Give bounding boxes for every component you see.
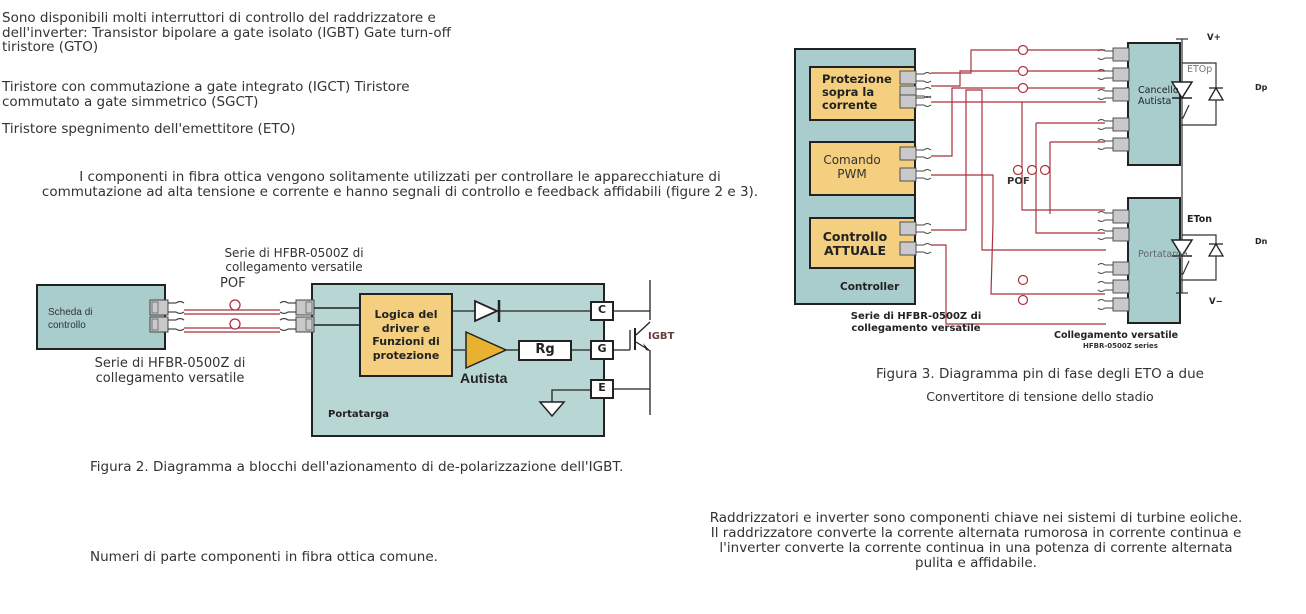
pof-loop (1026, 164, 1038, 176)
fiber-routing (931, 49, 1106, 325)
intro-paragraph-2: Tiristore con commutazione a gate integr… (2, 79, 410, 110)
pof-loop (1012, 164, 1024, 176)
fig3-right-connector-sublabel: HFBR-0500Z series (1083, 342, 1158, 350)
dp-diode (1207, 86, 1225, 101)
pof-loop (1017, 294, 1029, 306)
connector (149, 316, 185, 333)
figure-2-caption: Figura 2. Diagramma a blocchi dell'azion… (90, 459, 624, 475)
rectifier-inverter-paragraph: Raddrizzatori e inverter sono componenti… (709, 510, 1243, 571)
current-block (809, 217, 916, 269)
eto-n-thyristor (1170, 239, 1194, 258)
pof-loop (1017, 65, 1029, 77)
gate-driver-label: Cancello Autista (1138, 85, 1179, 107)
gate-driver-box (1127, 42, 1181, 166)
control-board (36, 284, 166, 350)
driver-amplifier (465, 330, 508, 370)
diode-symbol (474, 299, 500, 323)
intro-paragraph-4: I componenti in fibra ottica vengono sol… (41, 169, 759, 200)
connector (149, 299, 185, 316)
v-minus-label: V− (1209, 297, 1223, 307)
dn-diode (1207, 242, 1225, 257)
fig2-pof-label: POF (220, 276, 246, 291)
fig3-left-connector-label: Serie di HFBR-0500Z di collegamento vers… (850, 311, 982, 334)
fig2-bottom-connector-label: Serie di HFBR-0500Z di collegamento vers… (94, 356, 246, 386)
figure-3-diagram (794, 38, 1225, 325)
fig2-top-connector-label: Serie di HFBR-0500Z di collegamento vers… (224, 246, 364, 274)
pin-g-label: G (597, 342, 607, 355)
current-control-label: Controllo ATTUALE (822, 229, 888, 258)
pof-loop (1017, 44, 1029, 56)
igbt-arrow (643, 343, 650, 351)
overcurrent-block (809, 66, 916, 121)
control-board-label-1: Scheda di (48, 307, 92, 318)
pof-loop (229, 318, 241, 330)
igbt-label: IGBT (648, 331, 675, 342)
figure-2-diagram: Scheda di controllo (36, 280, 651, 437)
fig3-pof-label: POF (1007, 176, 1030, 187)
pin-c-label: C (597, 303, 607, 316)
intro-paragraph-3: Tiristore spegnimento dell'emettitore (E… (2, 121, 296, 137)
connector (279, 299, 315, 316)
intro-paragraph-1: Sono disponibili molti interruttori di c… (2, 10, 451, 55)
pin-e-label: E (598, 381, 606, 394)
figure-3-caption-line-1: Figura 3. Diagramma pin di fase degli ET… (876, 366, 1204, 382)
logic-block-label: Logica del driver e Funzioni di protezio… (372, 308, 440, 362)
eto-p-label: ETOp (1187, 64, 1213, 75)
pof-loop (1039, 164, 1051, 176)
controller-label: Controller (840, 281, 900, 293)
eto-n-label: ETon (1187, 214, 1212, 225)
control-board-label-2: controllo (48, 320, 86, 331)
bottom-board-label: Portatarga (1138, 249, 1188, 260)
dn-label: Dn (1255, 237, 1268, 246)
pwm-block (809, 141, 916, 196)
ground-icon (538, 401, 566, 418)
part-numbers-heading: Numeri di parte componenti in fibra otti… (90, 549, 438, 565)
portatarga-label: Portatarga (328, 409, 390, 420)
eto-p-thyristor (1170, 81, 1194, 100)
pof-loop (229, 299, 241, 311)
figure-3-caption-line-2: Convertitore di tensione dello stadio (926, 389, 1154, 404)
pwm-label: Comando PWM (823, 153, 881, 181)
pof-loop (1017, 274, 1029, 286)
driver-label: Autista (460, 370, 508, 386)
bottom-board-box (1127, 197, 1181, 324)
pof-loop (1017, 82, 1029, 94)
overcurrent-label: Protezione sopra la corrente (822, 72, 892, 112)
rg-label: Rg (535, 342, 555, 357)
v-plus-label: V+ (1207, 33, 1221, 43)
dp-label: Dp (1255, 83, 1268, 92)
fig3-right-connector-label: Collegamento versatile (1054, 330, 1179, 341)
connector (279, 316, 315, 333)
logic-block (359, 293, 453, 377)
